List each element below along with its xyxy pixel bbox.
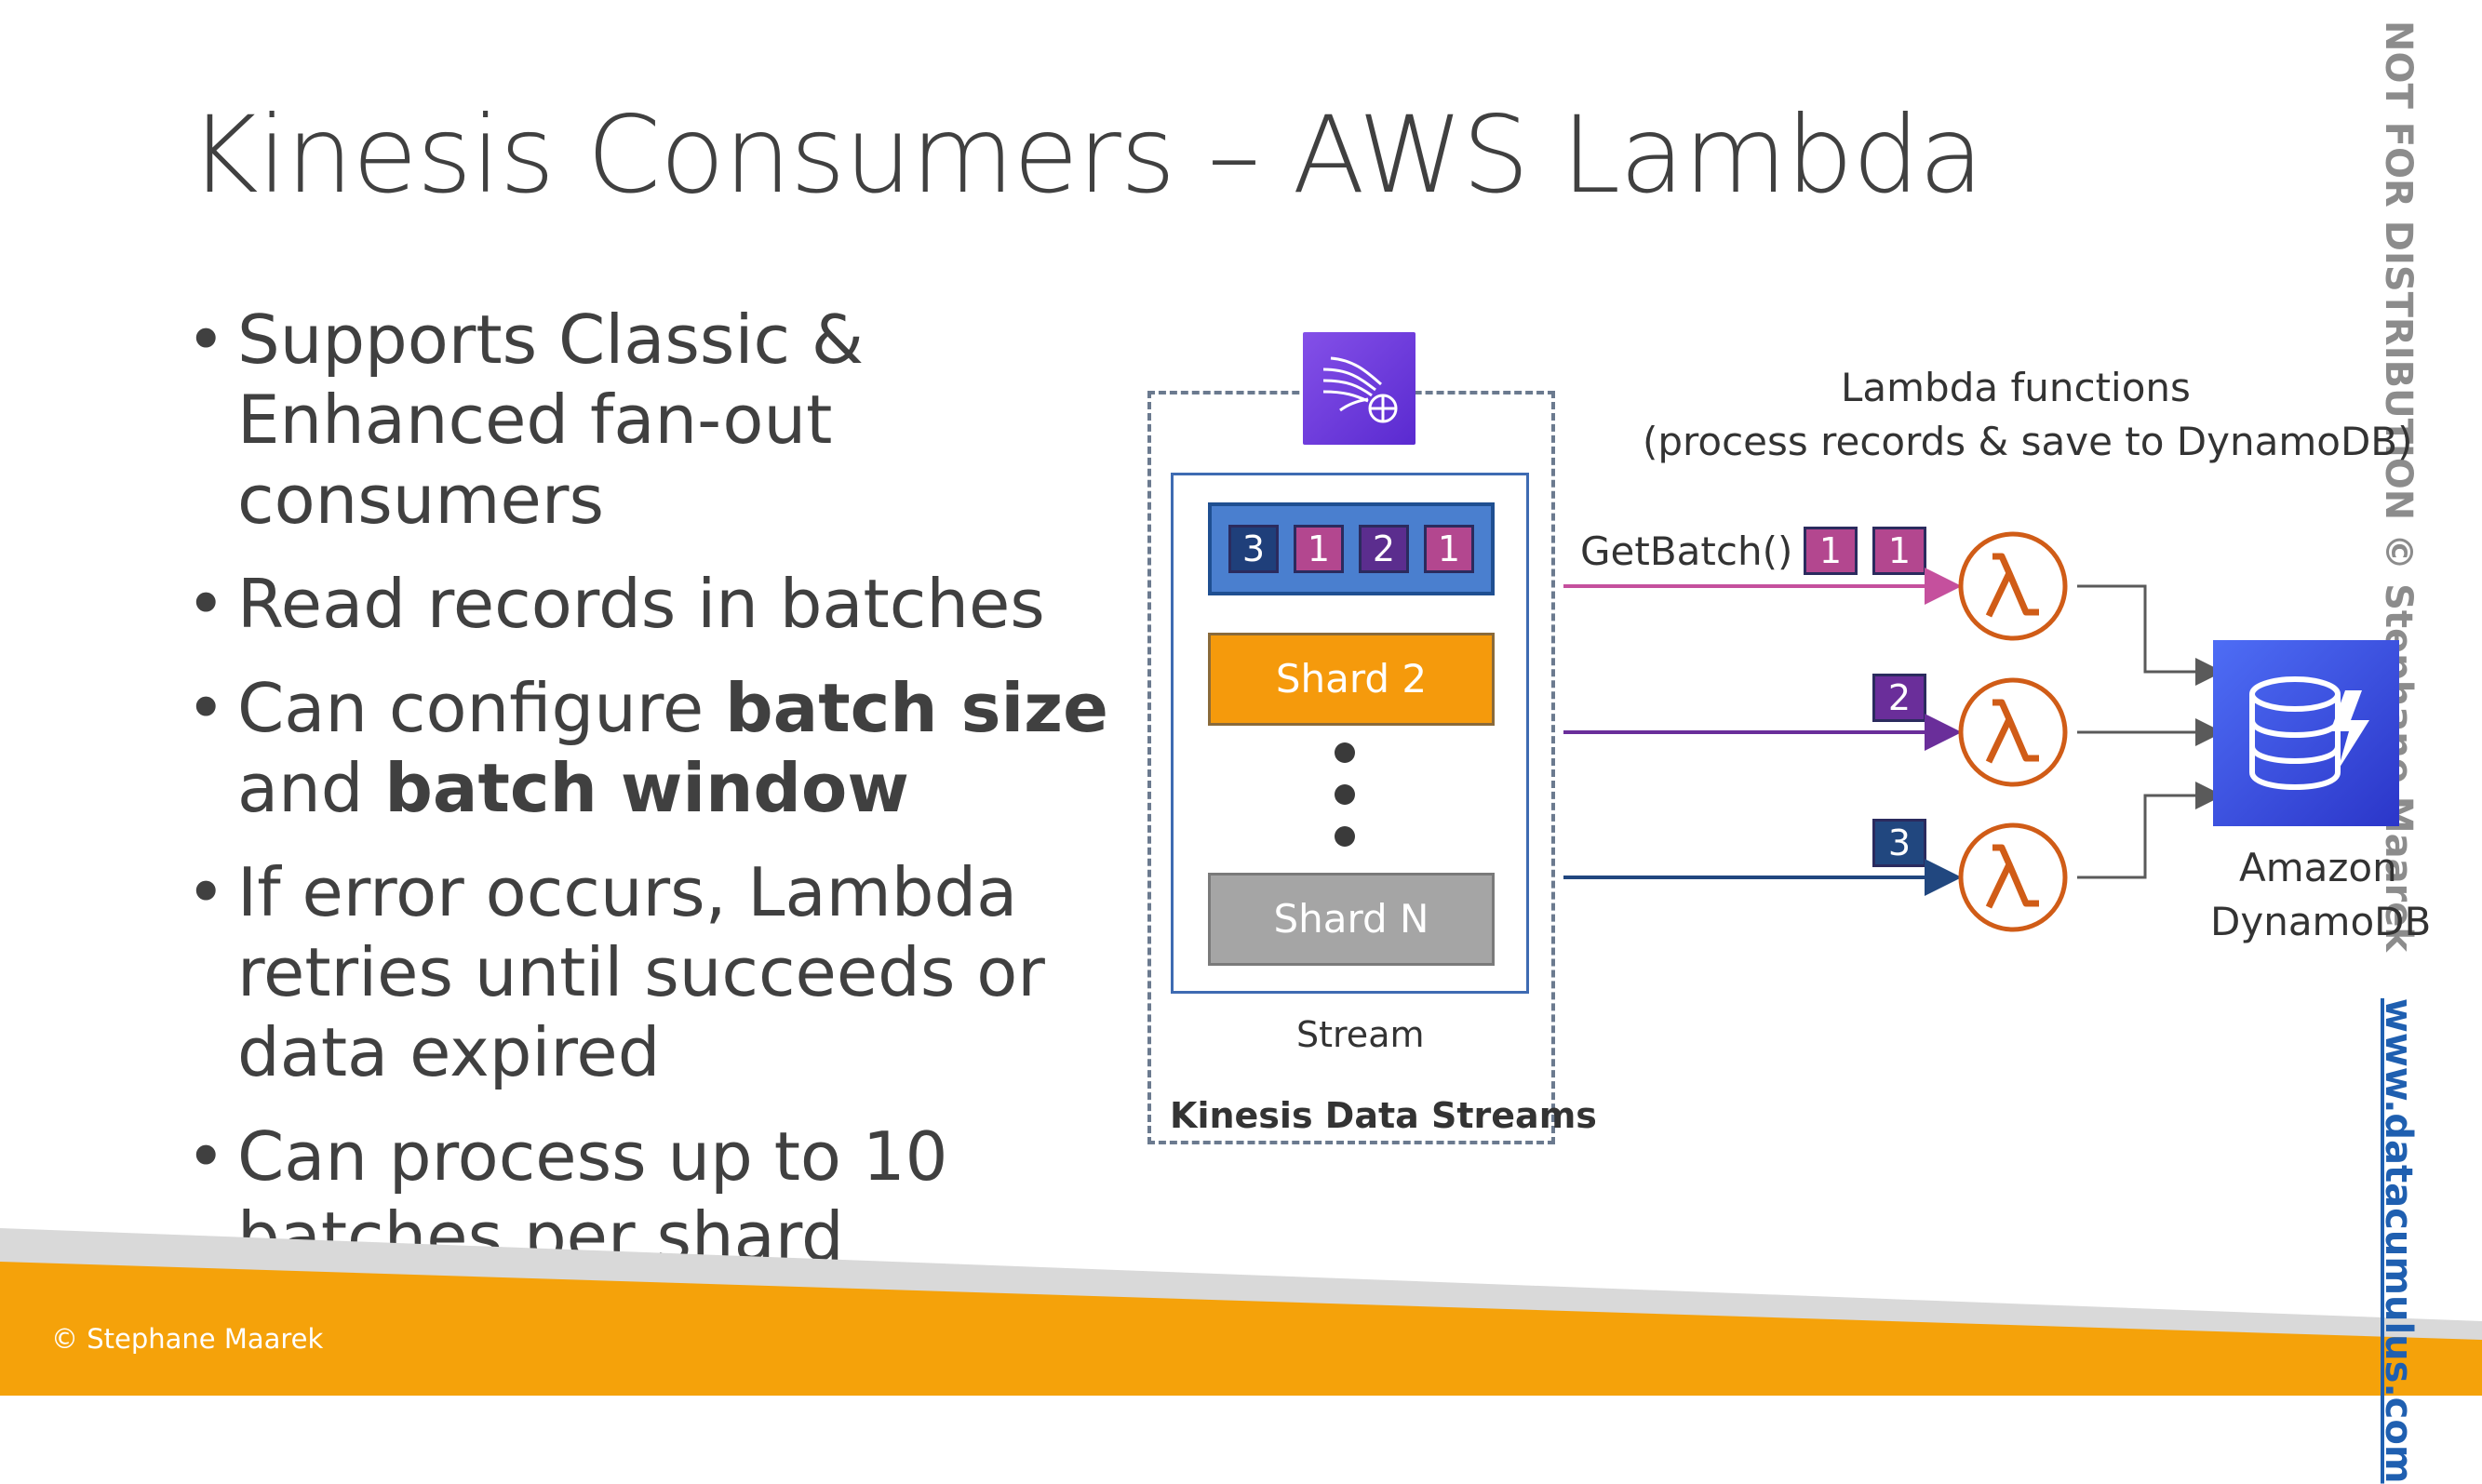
kinesis-data-streams-label: Kinesis Data Streams [1170, 1095, 1597, 1136]
dynamodb-label-line2: DynamoDB [2210, 899, 2432, 944]
bullet-text: Supports Classic & Enhanced fan-out cons… [237, 301, 865, 539]
shard-record: 1 [1424, 525, 1474, 573]
kinesis-data-streams-icon [1303, 332, 1415, 445]
bullet-text: If error occurs, Lambda retries until su… [237, 853, 1045, 1091]
lambda-icon [1958, 531, 2068, 641]
bullet-item: •Read records in batches [186, 564, 1126, 644]
lambda-icon [1958, 822, 2068, 932]
arrow-lambda3-to-dynamodb [2077, 782, 2223, 879]
stream-label: Stream [1296, 1014, 1425, 1055]
ellipsis-dot [1335, 826, 1355, 847]
batch-record: 1 [1804, 527, 1858, 575]
bullet-text: and [237, 749, 385, 827]
footer-band [0, 1228, 2482, 1396]
batch-record: 2 [1872, 674, 1926, 722]
bullet-text: Can configure [237, 669, 726, 747]
shard-2: Shard 2 [1208, 633, 1495, 726]
ellipsis-dot [1335, 784, 1355, 805]
shard-record: 3 [1228, 525, 1279, 573]
getbatch-label: GetBatch() [1580, 528, 1793, 574]
arrow-lambda1-to-dynamodb [2077, 584, 2223, 686]
bullet-item: •Can configure batch size and batch wind… [186, 668, 1126, 828]
bullet-text: Read records in batches [237, 565, 1045, 643]
dynamodb-label-line1: Amazon [2239, 845, 2397, 890]
bullet-dot: • [186, 301, 226, 379]
batch-record: 3 [1872, 819, 1926, 867]
bullet-dot: • [186, 565, 226, 643]
bullet-item: •If error occurs, Lambda retries until s… [186, 852, 1126, 1092]
shard-record: 1 [1294, 525, 1344, 573]
bullet-item: •Supports Classic & Enhanced fan-out con… [186, 300, 1126, 540]
bullet-dot: • [186, 1117, 226, 1196]
bullet-dot: • [186, 669, 226, 747]
shard-n: Shard N [1208, 873, 1495, 966]
bullet-dot: • [186, 853, 226, 931]
bullet-emphasis: batch size [725, 669, 1108, 747]
dynamodb-icon [2213, 640, 2399, 826]
lambda-functions-subtitle: (process records & save to DynamoDB) [1643, 419, 2413, 464]
connector-arrows [1563, 568, 2223, 896]
lambda-functions-title: Lambda functions [1841, 365, 2191, 410]
batch-record: 1 [1872, 527, 1926, 575]
shard-record: 2 [1359, 525, 1409, 573]
lambda-icon [1958, 677, 2068, 787]
slide-title: Kinesis Consumers – AWS Lambda [189, 93, 1984, 217]
ellipsis-dot [1335, 742, 1355, 763]
copyright-text: © Stephane Maarek [51, 1323, 324, 1355]
bullet-list: •Supports Classic & Enhanced fan-out con… [186, 300, 1126, 1381]
bullet-emphasis: batch window [384, 749, 909, 827]
